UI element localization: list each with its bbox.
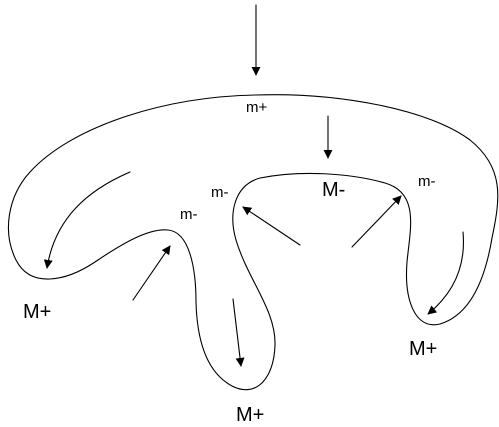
label-M-plus-left: M+ bbox=[23, 301, 51, 323]
label-m-plus-top: m+ bbox=[246, 99, 267, 116]
arrow-bottom-lobe bbox=[232, 298, 245, 367]
label-M-minus-center: M- bbox=[322, 179, 345, 201]
outline-curve bbox=[7, 94, 499, 391]
label-m-minus-right: m- bbox=[418, 173, 436, 190]
label-M-plus-right: M+ bbox=[409, 338, 437, 360]
arrow-center-left-diagonal bbox=[242, 206, 301, 246]
arrow-left-lobe bbox=[43, 171, 131, 269]
arrow-right-lobe bbox=[427, 231, 465, 315]
arrow-left-inner-up bbox=[132, 245, 171, 301]
label-m-minus-left-outer: m- bbox=[211, 184, 229, 201]
label-M-plus-bottom: M+ bbox=[236, 404, 264, 426]
label-m-minus-left-inner: m- bbox=[180, 206, 198, 223]
arrow-center-right-diagonal bbox=[351, 195, 402, 248]
